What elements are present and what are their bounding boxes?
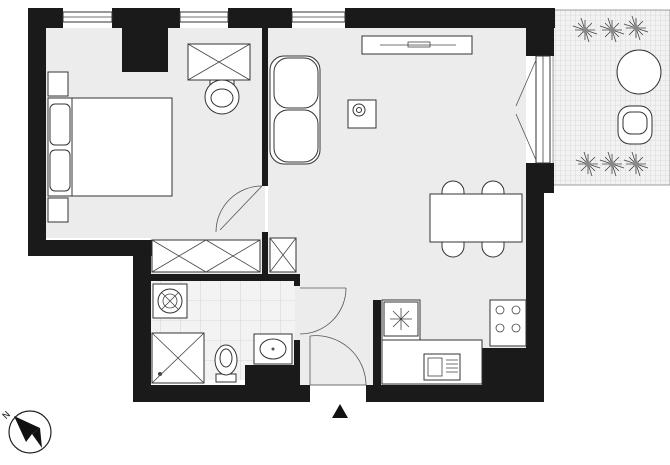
entrance bbox=[299, 287, 367, 418]
plant-icon bbox=[572, 15, 649, 177]
sink-icon bbox=[423, 353, 461, 381]
sofa-icon bbox=[269, 55, 321, 165]
north-label: N bbox=[1, 410, 13, 422]
windows bbox=[62, 11, 551, 164]
bedroom bbox=[47, 43, 263, 233]
compass-icon: N bbox=[1, 410, 52, 454]
sink-icon bbox=[253, 333, 293, 365]
floor-lamp-icon bbox=[347, 99, 377, 129]
bathroom bbox=[151, 283, 293, 384]
wc-icon bbox=[204, 79, 240, 115]
kitchen bbox=[381, 299, 527, 385]
bedroom-door bbox=[215, 185, 263, 233]
nightstand bbox=[47, 71, 69, 97]
stove-icon bbox=[489, 299, 527, 347]
nightstand bbox=[47, 197, 69, 223]
entrance-floor bbox=[298, 278, 373, 385]
chair-icon bbox=[617, 105, 653, 145]
front-door bbox=[309, 335, 367, 386]
balcony-door bbox=[515, 59, 537, 161]
bathroom-door bbox=[299, 287, 347, 335]
balcony-floor bbox=[552, 9, 670, 186]
entrance-arrow bbox=[332, 404, 348, 418]
shower-icon bbox=[151, 332, 205, 384]
hall-wardrobe bbox=[151, 239, 261, 273]
living-room bbox=[269, 35, 537, 258]
balcony bbox=[572, 15, 662, 177]
hall bbox=[151, 237, 297, 273]
washing-machine-icon bbox=[152, 283, 188, 319]
fridge-icon bbox=[383, 301, 419, 337]
walls bbox=[28, 8, 555, 402]
dining-table-icon bbox=[429, 180, 523, 258]
balcony-table bbox=[616, 49, 662, 95]
bed-icon bbox=[47, 97, 173, 197]
wc-icon bbox=[214, 344, 238, 383]
